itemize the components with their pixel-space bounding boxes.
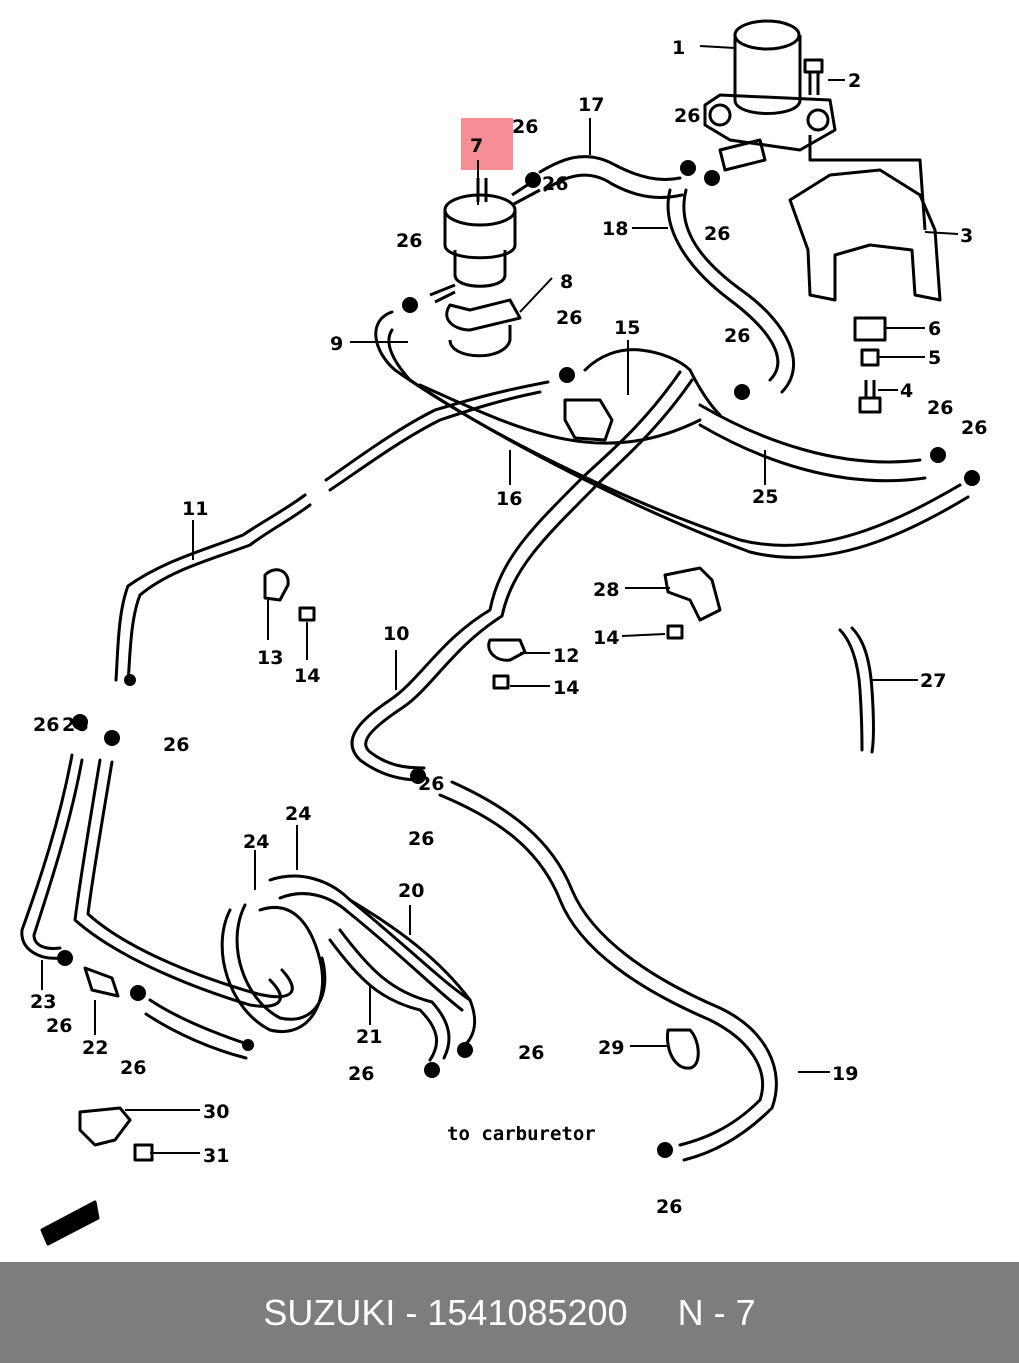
callout-26l: 26: [46, 1015, 72, 1037]
callout-29: 29: [598, 1037, 624, 1059]
callout-14b: 14: [593, 627, 619, 649]
callout-18: 18: [602, 218, 628, 240]
bolt-part-31: [133, 1143, 154, 1162]
callout-26c: 26: [704, 223, 730, 245]
hose-left-b: [73, 758, 282, 1008]
leader-lines: [41, 45, 959, 1154]
callout-26g: 26: [927, 397, 953, 419]
hose-18: [666, 188, 780, 382]
callout-3: 3: [960, 225, 973, 247]
parts: [40, 19, 942, 1246]
hose-20: [348, 898, 477, 1047]
callout-15: 15: [614, 317, 640, 339]
bolt-part-14a: [298, 606, 316, 622]
callout-11: 11: [182, 498, 208, 520]
bolt-part-14c: [492, 674, 510, 690]
callout-26d: 26: [396, 230, 422, 252]
callout-4: 4: [900, 380, 913, 402]
clamp-part-13: [263, 568, 290, 602]
callout-26a: 26: [512, 116, 538, 138]
callout-31: 31: [203, 1145, 229, 1167]
pipe-27: [838, 628, 864, 752]
part-number-caption: SUZUKI - 1541085200 N - 7: [263, 1291, 756, 1333]
callout-27: 27: [920, 670, 946, 692]
callout-12: 12: [553, 645, 579, 667]
hoses: [20, 155, 970, 1162]
callout-8: 8: [560, 271, 573, 293]
callout-22: 22: [82, 1037, 108, 1059]
tube-11: [328, 390, 542, 492]
callout-6: 6: [928, 318, 941, 340]
callout-25: 25: [752, 486, 778, 508]
callout-26p: 26: [656, 1196, 682, 1218]
callout-14c: 14: [553, 677, 579, 699]
callout-26b: 26: [674, 105, 700, 127]
callout-24a: 24: [243, 831, 269, 853]
callout-26r: 26: [418, 773, 444, 795]
hose-25: [698, 403, 922, 464]
callout-19: 19: [832, 1063, 858, 1085]
tube-10: [350, 370, 682, 782]
callout-10: 10: [383, 623, 409, 645]
front-arrow-icon: [40, 1200, 100, 1246]
hose-9-loop: [374, 310, 962, 547]
callout-26i: 26: [33, 714, 59, 736]
hose-19: [438, 793, 765, 1147]
clamp-part-30: [78, 1106, 132, 1147]
joint-part-22: [83, 966, 120, 998]
valve-part-15: [563, 398, 614, 442]
callout-26q: 26: [62, 714, 88, 736]
callout-5: 5: [928, 347, 941, 369]
hose-clamps-26: [57, 160, 980, 1158]
callout-26h: 26: [961, 417, 987, 439]
hose-left-a: [20, 753, 74, 960]
highlighted-part-marker: [461, 118, 513, 170]
hose-21: [328, 938, 439, 1062]
callout-7: 7: [470, 135, 483, 157]
callout-20: 20: [398, 880, 424, 902]
callout-26f: 26: [724, 325, 750, 347]
fuel-filter-part-7: [429, 178, 541, 304]
fuel-system-exploded-diagram: 1 2 3 4 5 6 7 8 9 10 11 12 13 14 14 14 1…: [20, 19, 987, 1246]
filter-bracket-part-8: [445, 298, 522, 332]
callout-14a: 14: [294, 665, 320, 687]
callout-26e: 26: [556, 307, 582, 329]
hose-24: [220, 905, 325, 1033]
callout-17: 17: [578, 94, 604, 116]
callout-9: 9: [330, 333, 343, 355]
clamp-part-12: [487, 638, 527, 662]
callout-26m: 26: [120, 1057, 146, 1079]
callout-21: 21: [356, 1026, 382, 1048]
bolt-part-2: [803, 58, 824, 95]
to-carburetor-note: to carburetor: [447, 1123, 596, 1145]
callout-24b: 24: [285, 803, 311, 825]
footer-bar: SUZUKI - 1541085200 N - 7: [0, 1262, 1019, 1363]
clamp-part-29: [665, 1028, 700, 1070]
grommet-part-6: [853, 316, 887, 342]
hose-17: [538, 155, 682, 181]
callout-28: 28: [593, 579, 619, 601]
hose-lower-left: [148, 998, 252, 1047]
clamp-part-28: [663, 566, 722, 622]
callout-1: 1: [672, 37, 685, 59]
callout-2: 2: [848, 70, 861, 92]
callout-26o: 26: [518, 1042, 544, 1064]
callout-labels: 1 2 3 4 5 6 7 8 9 10 11 12 13 14 14 14 1…: [30, 37, 987, 1218]
callout-26s: 26: [542, 173, 568, 195]
grommet-part-5: [860, 348, 880, 367]
bracket-part-3: [788, 168, 942, 302]
callout-13: 13: [257, 647, 283, 669]
callout-26n: 26: [348, 1063, 374, 1085]
bolt-part-4: [858, 380, 882, 414]
callout-26k: 26: [408, 828, 434, 850]
bolt-part-14b: [666, 624, 684, 640]
callout-30: 30: [203, 1101, 229, 1123]
callout-16: 16: [496, 488, 522, 510]
callout-26j: 26: [163, 734, 189, 756]
callout-23: 23: [30, 991, 56, 1013]
fuel-pump-part-1: [703, 19, 837, 172]
